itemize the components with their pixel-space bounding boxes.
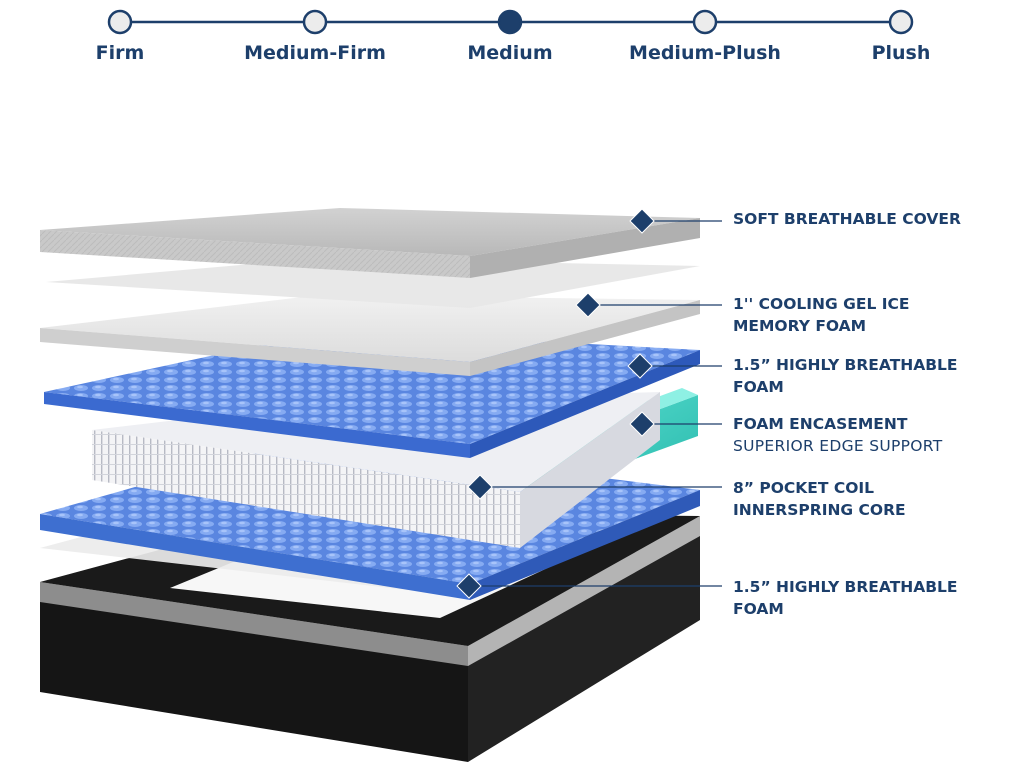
- callout-title: 1.5” HIGHLY BREATHABLE: [733, 578, 958, 596]
- firmness-scale: [107, 9, 914, 35]
- callout-diamond-icon-4: [629, 411, 655, 437]
- callout-title: FOAM ENCASEMENT: [733, 415, 908, 433]
- callout-diamond-icon-5: [467, 474, 493, 500]
- soft-breathable-cover-layer: [40, 208, 700, 278]
- callout-title-line2: INNERSPRING CORE: [733, 501, 906, 519]
- callout-diamond-icon-2: [575, 292, 601, 318]
- firmness-label-firm: Firm: [95, 42, 145, 64]
- callout-1: SOFT BREATHABLE COVER: [733, 208, 961, 230]
- firmness-dot-medium-plush: [692, 9, 718, 35]
- callout-title-line2: MEMORY FOAM: [733, 317, 867, 335]
- firmness-label-medium-firm: Medium-Firm: [244, 42, 386, 64]
- firmness-dot-medium: [497, 9, 523, 35]
- callout-4: FOAM ENCASEMENT SUPERIOR EDGE SUPPORT: [733, 413, 943, 457]
- callout-title: 1.5” HIGHLY BREATHABLE: [733, 356, 958, 374]
- callout-5: 8” POCKET COIL INNERSPRING CORE: [733, 477, 906, 521]
- callout-title: 8” POCKET COIL: [733, 479, 875, 497]
- callout-2: 1'' COOLING GEL ICE MEMORY FOAM: [733, 293, 909, 337]
- callout-title-line2: FOAM: [733, 600, 784, 618]
- firmness-label-plush: Plush: [871, 42, 931, 64]
- firmness-dot-medium-firm: [302, 9, 328, 35]
- callout-title: 1'' COOLING GEL ICE: [733, 295, 910, 313]
- callout-title: SOFT BREATHABLE COVER: [733, 210, 961, 228]
- callout-diamond-icon-3: [627, 353, 653, 379]
- cooling-gel-memory-foam-layer: [40, 258, 700, 376]
- callout-subtitle: SUPERIOR EDGE SUPPORT: [733, 437, 943, 455]
- callout-diamond-icon-6: [456, 573, 482, 599]
- callout-6: 1.5” HIGHLY BREATHABLE FOAM: [733, 576, 958, 620]
- firmness-label-medium: Medium: [467, 42, 553, 64]
- callout-3: 1.5” HIGHLY BREATHABLE FOAM: [733, 354, 958, 398]
- callout-diamond-icon-1: [629, 208, 655, 234]
- firmness-label-medium-plush: Medium-Plush: [629, 42, 781, 64]
- upper-breathable-foam-layer: [44, 330, 700, 458]
- firmness-dot-firm: [107, 9, 133, 35]
- callout-title-line2: FOAM: [733, 378, 784, 396]
- firmness-dot-plush: [888, 9, 914, 35]
